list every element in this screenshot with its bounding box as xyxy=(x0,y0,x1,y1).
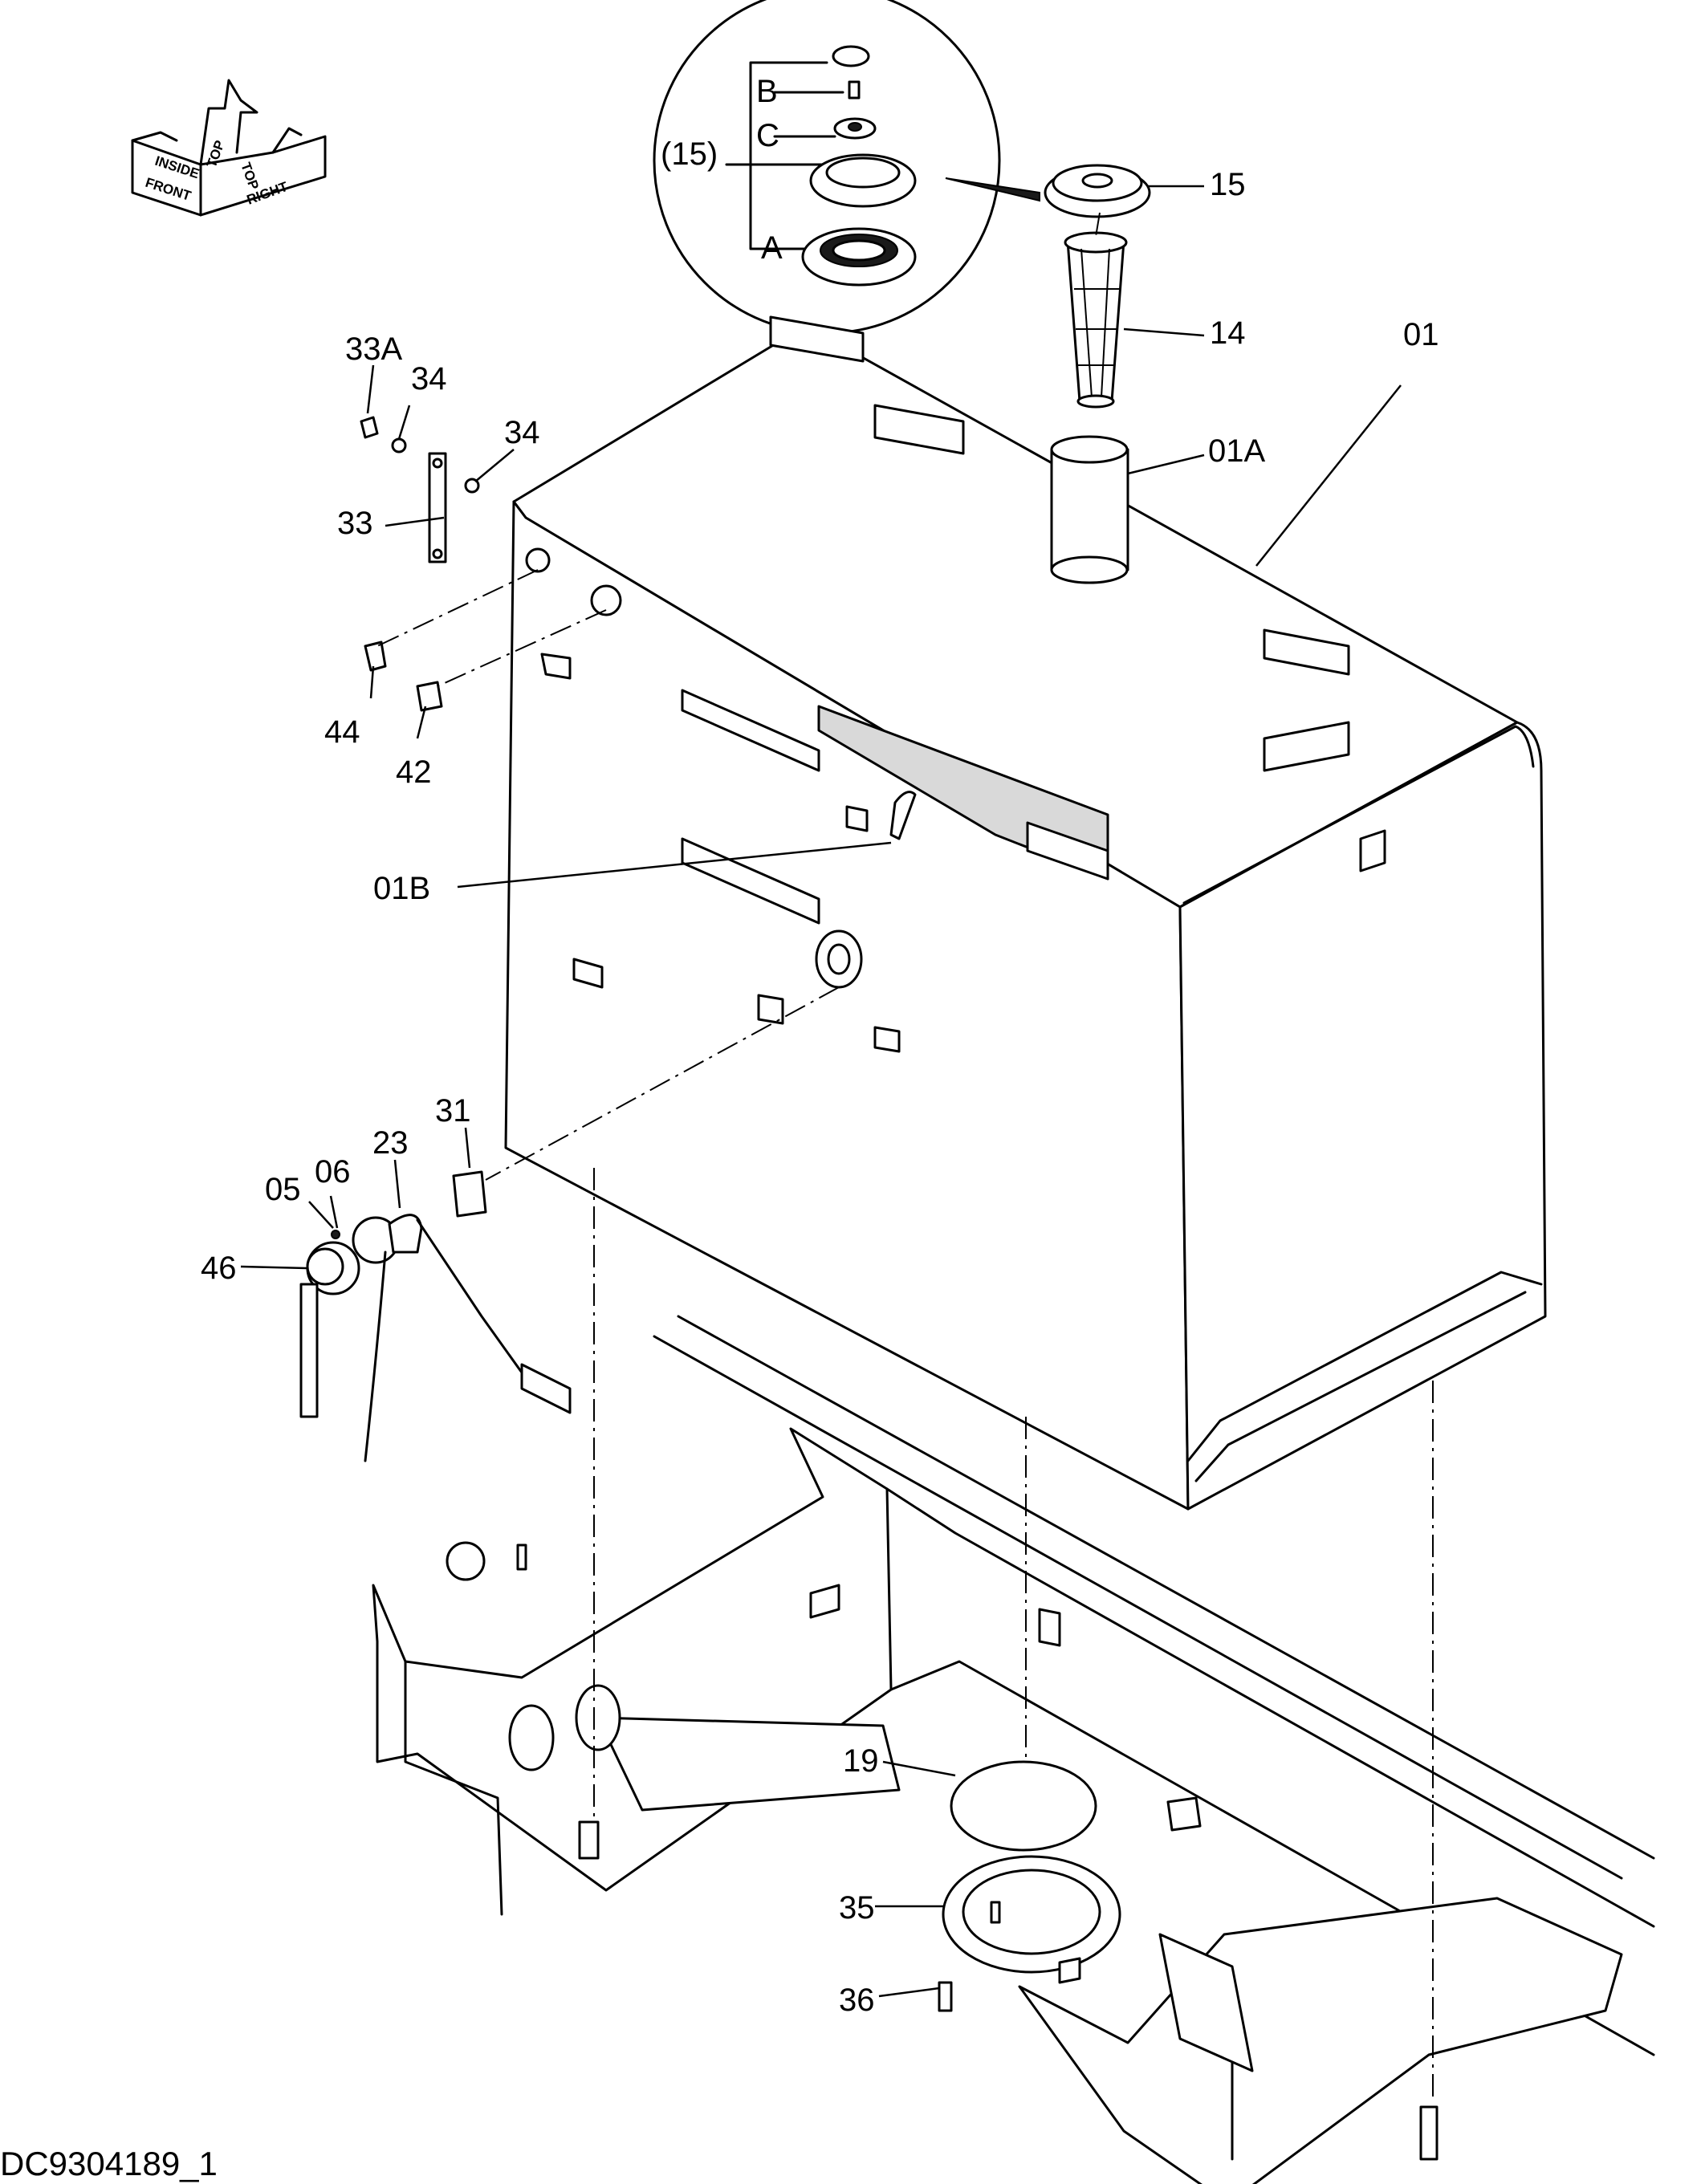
callout-35: 35 xyxy=(839,1890,875,1926)
strainer-14 xyxy=(1064,231,1128,409)
callout-B: B xyxy=(756,74,778,109)
callout-01A: 01A xyxy=(1208,433,1265,469)
callout-34a: 34 xyxy=(411,361,447,397)
callout-36: 36 xyxy=(839,1983,875,2018)
callout-01B: 01B xyxy=(373,871,430,906)
callout-06: 06 xyxy=(315,1154,351,1190)
callout-05: 05 xyxy=(265,1172,301,1207)
mount-bolt-left xyxy=(578,1820,600,1860)
callout-44: 44 xyxy=(324,714,360,750)
callout-31: 31 xyxy=(435,1093,471,1129)
callout-19: 19 xyxy=(843,1743,879,1779)
callout-A: A xyxy=(761,230,783,266)
callout-34b: 34 xyxy=(504,415,540,450)
band-33 xyxy=(360,416,480,712)
callout-01: 01 xyxy=(1403,317,1439,352)
fuel-cap-15 xyxy=(1044,164,1151,218)
callout-14: 14 xyxy=(1210,315,1246,351)
callout-labels: 15 14 01A 01 (15) B C A 33A 34 34 33 44 … xyxy=(201,74,1439,2018)
callout-33: 33 xyxy=(337,506,373,541)
callout-46: 46 xyxy=(201,1251,237,1286)
detail-view-15 xyxy=(653,0,1040,335)
upper-frame xyxy=(372,1315,1655,2184)
leader-lines xyxy=(240,185,1402,1998)
callout-15: 15 xyxy=(1210,167,1246,202)
orientation-indicator: FRONT INSIDE TOP RIGHT TOP xyxy=(131,79,327,217)
callout-15-group: (15) xyxy=(661,136,718,172)
orientation-top: TOP xyxy=(204,138,228,169)
callout-C: C xyxy=(756,118,779,153)
callout-23: 23 xyxy=(372,1125,409,1161)
sender-unit xyxy=(299,1170,572,1462)
cover-35 xyxy=(942,1855,1121,1984)
bolt-36 xyxy=(938,1981,953,2012)
alignment-lines xyxy=(376,212,1434,2103)
callout-33A: 33A xyxy=(345,331,402,367)
drawing-code: DC9304189_1 xyxy=(0,2145,218,2182)
gasket-19 xyxy=(950,1760,1097,1852)
orientation-top-2: TOP xyxy=(238,161,262,192)
fuel-tank-01 xyxy=(504,315,1547,1511)
callout-42: 42 xyxy=(396,754,432,790)
mount-bolt-right xyxy=(1419,2105,1439,2161)
